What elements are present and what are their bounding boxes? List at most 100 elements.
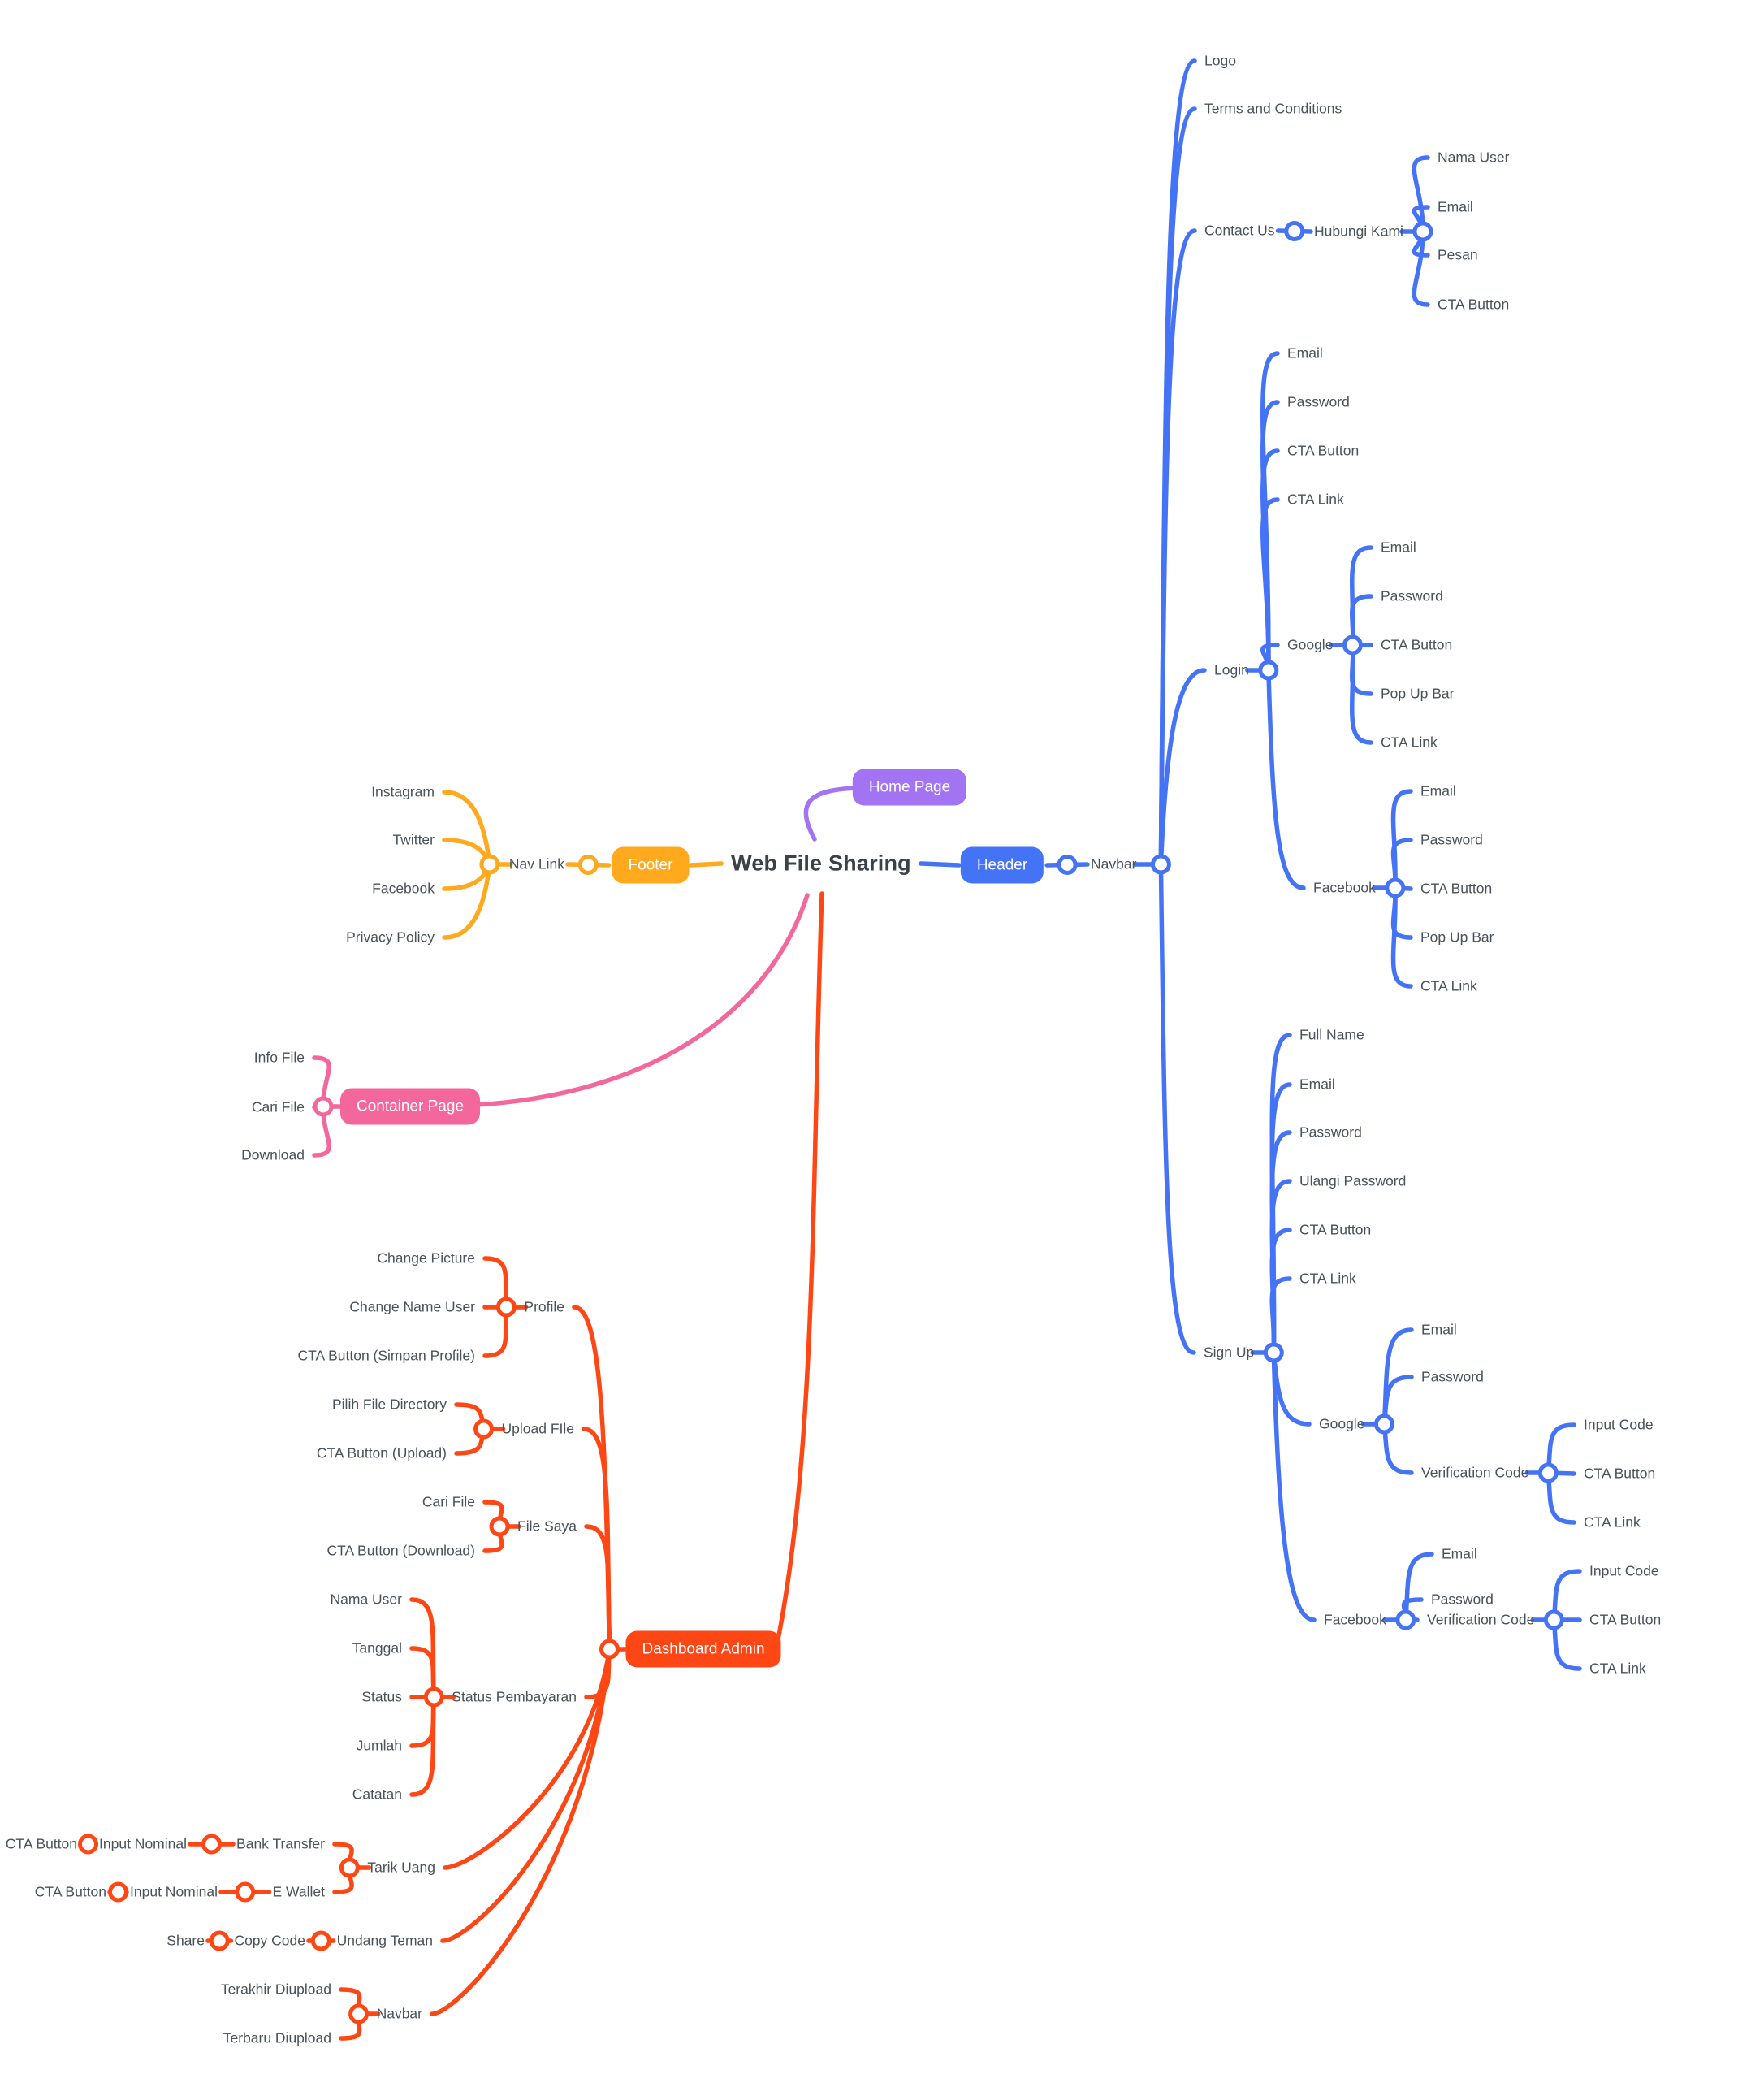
- signup-password-node[interactable]: Password: [1299, 1124, 1362, 1141]
- terms-and-conditions-node[interactable]: Terms and Conditions: [1204, 100, 1342, 117]
- login-google-cta-button-node[interactable]: CTA Button: [1381, 636, 1453, 653]
- signup-facebook-node[interactable]: Facebook: [1324, 1611, 1386, 1628]
- signup-google-node[interactable]: Google: [1319, 1415, 1365, 1432]
- login-facebook-popup-bar-node[interactable]: Pop Up Bar: [1420, 929, 1494, 946]
- hubungi-kami-node[interactable]: Hubungi Kami: [1314, 223, 1403, 240]
- signup-full-name-node[interactable]: Full Name: [1299, 1026, 1364, 1043]
- branch-toggle[interactable]: [495, 1297, 517, 1318]
- home-page-node[interactable]: Home Page: [852, 769, 967, 806]
- file-saya-cari-file-node[interactable]: Cari File: [422, 1493, 475, 1510]
- branch-toggle[interactable]: [577, 855, 599, 875]
- dashboard-upload-file-node[interactable]: Upload FIle: [501, 1420, 575, 1437]
- branch-toggle[interactable]: [1258, 660, 1279, 681]
- branch-toggle[interactable]: [1342, 634, 1363, 656]
- ewallet-cta-button-node[interactable]: CTA Button: [34, 1883, 106, 1900]
- container-page-node[interactable]: Container Page: [339, 1088, 481, 1125]
- branch-toggle[interactable]: [1373, 1414, 1394, 1435]
- signup-google-email-node[interactable]: Email: [1421, 1321, 1457, 1338]
- footer-twitter-node[interactable]: Twitter: [392, 831, 435, 848]
- bank-input-nominal-node[interactable]: Input Nominal: [99, 1835, 187, 1852]
- login-google-popup-bar-node[interactable]: Pop Up Bar: [1381, 685, 1455, 702]
- signup-facebook-email-node[interactable]: Email: [1442, 1545, 1477, 1562]
- branch-toggle[interactable]: [1263, 1342, 1284, 1363]
- signup-facebook-password-node[interactable]: Password: [1431, 1591, 1494, 1608]
- dashboard-undang-teman-node[interactable]: Undang Teman: [336, 1932, 433, 1949]
- profile-cta-simpan-node[interactable]: CTA Button (Simpan Profile): [297, 1347, 475, 1364]
- contact-us-node[interactable]: Contact Us: [1204, 222, 1275, 239]
- bank-cta-button-node[interactable]: CTA Button: [5, 1835, 77, 1852]
- login-email-node[interactable]: Email: [1287, 344, 1323, 362]
- branch-toggle[interactable]: [1284, 221, 1305, 241]
- sign-up-node[interactable]: Sign Up: [1204, 1344, 1255, 1361]
- hubungi-nama-user-node[interactable]: Nama User: [1438, 149, 1510, 166]
- signup-google-verification-code-node[interactable]: Verification Code: [1421, 1464, 1529, 1481]
- login-google-email-node[interactable]: Email: [1381, 539, 1416, 556]
- branch-toggle[interactable]: [1537, 1462, 1559, 1483]
- container-download-node[interactable]: Download: [241, 1146, 305, 1163]
- branch-toggle[interactable]: [423, 1686, 444, 1708]
- navbar-terbaru-diupload-node[interactable]: Terbaru Diupload: [223, 2029, 331, 2046]
- container-info-file-node[interactable]: Info File: [253, 1049, 305, 1066]
- nav-link-node[interactable]: Nav Link: [508, 855, 564, 872]
- signup-facebook-verif-cta-button-node[interactable]: CTA Button: [1589, 1611, 1662, 1628]
- upload-pilih-file-directory-node[interactable]: Pilih File Directory: [332, 1396, 447, 1413]
- branch-toggle[interactable]: [489, 1516, 510, 1537]
- signup-cta-button-node[interactable]: CTA Button: [1299, 1221, 1372, 1238]
- signup-facebook-verif-cta-link-node[interactable]: CTA Link: [1589, 1660, 1646, 1677]
- login-node[interactable]: Login: [1214, 661, 1249, 678]
- login-facebook-cta-link-node[interactable]: CTA Link: [1420, 977, 1477, 994]
- dashboard-tarik-uang-node[interactable]: Tarik Uang: [367, 1859, 435, 1876]
- signup-cta-link-node[interactable]: CTA Link: [1299, 1270, 1356, 1287]
- hubungi-email-node[interactable]: Email: [1438, 198, 1473, 215]
- branch-toggle[interactable]: [310, 1930, 331, 1951]
- signup-google-verif-cta-button-node[interactable]: CTA Button: [1584, 1465, 1656, 1482]
- header-node[interactable]: Header: [960, 846, 1044, 884]
- branch-toggle[interactable]: [599, 1639, 620, 1660]
- branch-toggle[interactable]: [1395, 1609, 1416, 1630]
- navbar-node[interactable]: Navbar: [1091, 855, 1137, 872]
- branch-toggle[interactable]: [78, 1834, 99, 1855]
- signup-google-verif-cta-link-node[interactable]: CTA Link: [1584, 1513, 1641, 1531]
- profile-change-picture-node[interactable]: Change Picture: [377, 1249, 475, 1266]
- branch-toggle[interactable]: [313, 1096, 334, 1117]
- hubungi-cta-button-node[interactable]: CTA Button: [1438, 296, 1510, 313]
- upload-cta-button-node[interactable]: CTA Button (Upload): [316, 1444, 447, 1461]
- login-facebook-cta-button-node[interactable]: CTA Button: [1420, 880, 1493, 897]
- footer-instagram-node[interactable]: Instagram: [371, 783, 435, 800]
- footer-facebook-node[interactable]: Facebook: [372, 880, 435, 897]
- login-google-node[interactable]: Google: [1287, 636, 1334, 653]
- branch-toggle[interactable]: [108, 1881, 129, 1903]
- tarik-e-wallet-node[interactable]: E Wallet: [272, 1883, 325, 1900]
- signup-facebook-verification-code-node[interactable]: Verification Code: [1427, 1611, 1535, 1628]
- branch-toggle[interactable]: [1543, 1609, 1564, 1630]
- branch-toggle[interactable]: [1412, 221, 1433, 242]
- container-cari-file-node[interactable]: Cari File: [251, 1098, 305, 1115]
- login-google-password-node[interactable]: Password: [1381, 587, 1443, 604]
- status-catatan-node[interactable]: Catatan: [352, 1786, 402, 1803]
- branch-toggle[interactable]: [1150, 854, 1171, 875]
- signup-google-verif-input-code-node[interactable]: Input Code: [1584, 1416, 1654, 1433]
- status-jumlah-node[interactable]: Jumlah: [356, 1737, 402, 1754]
- profile-change-name-user-node[interactable]: Change Name User: [349, 1298, 475, 1315]
- login-google-cta-link-node[interactable]: CTA Link: [1381, 734, 1438, 751]
- dashboard-profile-node[interactable]: Profile: [524, 1298, 564, 1315]
- signup-facebook-verif-input-code-node[interactable]: Input Code: [1589, 1562, 1659, 1579]
- branch-toggle[interactable]: [235, 1881, 256, 1903]
- signup-ulangi-password-node[interactable]: Ulangi Password: [1299, 1172, 1407, 1189]
- root-topic[interactable]: Web File Sharing: [731, 851, 911, 876]
- login-facebook-email-node[interactable]: Email: [1420, 782, 1456, 799]
- dashboard-status-pembayaran-node[interactable]: Status Pembayaran: [452, 1688, 577, 1705]
- login-cta-button-node[interactable]: CTA Button: [1287, 442, 1360, 459]
- branch-toggle[interactable]: [1385, 877, 1406, 898]
- login-facebook-password-node[interactable]: Password: [1420, 831, 1483, 848]
- branch-toggle[interactable]: [1057, 855, 1078, 875]
- status-tanggal-node[interactable]: Tanggal: [352, 1639, 402, 1656]
- signup-email-node[interactable]: Email: [1299, 1076, 1335, 1093]
- branch-toggle[interactable]: [339, 1857, 360, 1878]
- hubungi-pesan-node[interactable]: Pesan: [1438, 246, 1478, 263]
- logo-node[interactable]: Logo: [1204, 52, 1236, 69]
- dashboard-file-saya-node[interactable]: File Saya: [517, 1518, 577, 1535]
- signup-google-password-node[interactable]: Password: [1421, 1368, 1484, 1385]
- branch-toggle[interactable]: [479, 854, 500, 875]
- login-facebook-node[interactable]: Facebook: [1313, 879, 1376, 896]
